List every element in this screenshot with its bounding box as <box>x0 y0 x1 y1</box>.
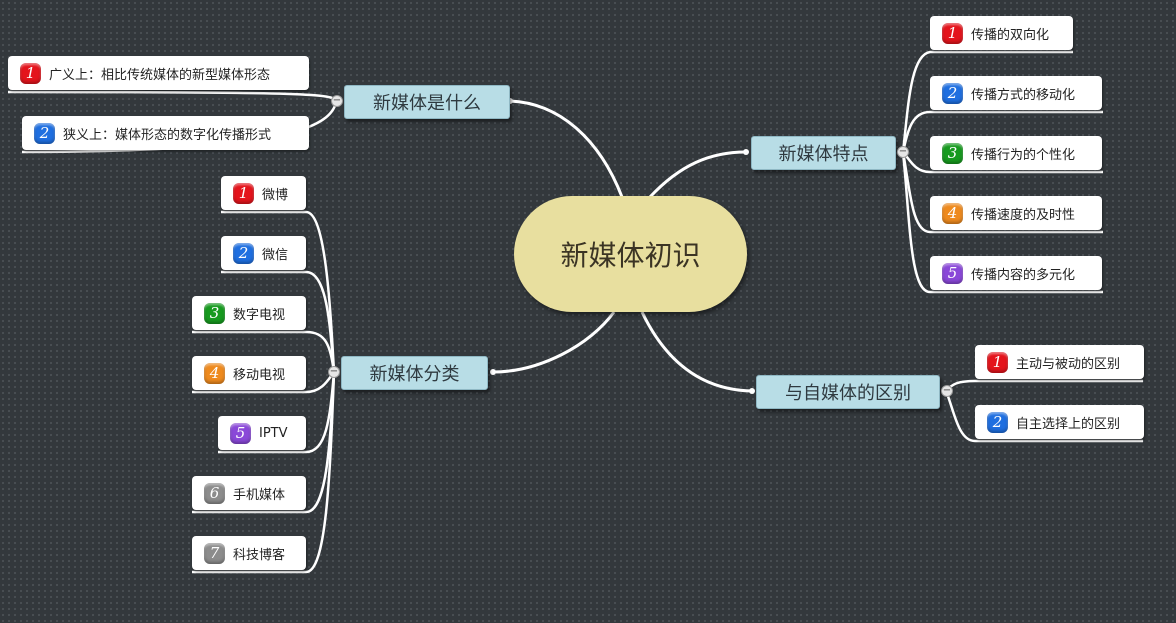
leaf-label: 主动与被动的区别 <box>1016 356 1121 372</box>
number-badge-icon: 6 <box>204 482 225 504</box>
leaf-what-1[interactable]: 1 广义上：相比传统媒体的新型媒体形态 <box>8 56 309 90</box>
leaf-label: 微博 <box>262 187 289 203</box>
leaf-label: 科技博客 <box>233 547 286 563</box>
connector-what-1 <box>7 90 338 102</box>
leaf-diff-1[interactable]: 1 主动与被动的区别 <box>975 345 1144 379</box>
leaf-label: 手机媒体 <box>233 487 286 503</box>
collapse-toggle-features[interactable]: − <box>897 146 909 158</box>
leaf-features-3[interactable]: 3 传播行为的个性化 <box>930 136 1102 170</box>
branch-label: 新媒体分类 <box>369 364 460 385</box>
leaf-types-5[interactable]: 5 IPTV <box>218 416 306 450</box>
leaf-types-7[interactable]: 7 科技博客 <box>192 536 306 570</box>
number-badge-icon: 2 <box>987 411 1008 433</box>
leaf-label: 自主选择上的区别 <box>1016 416 1121 432</box>
leaf-label: 传播速度的及时性 <box>971 207 1076 223</box>
leaf-label: 广义上：相比传统媒体的新型媒体形态 <box>49 67 271 83</box>
collapse-toggle-what[interactable]: − <box>331 95 343 107</box>
number-badge-icon: 4 <box>942 202 963 224</box>
number-badge-icon: 1 <box>233 182 254 204</box>
number-badge-icon: 4 <box>204 362 225 384</box>
root-topic[interactable]: 新媒体初识 <box>514 196 747 312</box>
number-badge-icon: 1 <box>20 62 41 84</box>
number-badge-icon: 5 <box>230 422 251 444</box>
connector-root-diff <box>640 311 753 393</box>
leaf-label: 狭义上：媒体形态的数字化传播形式 <box>63 127 272 143</box>
number-badge-icon: 2 <box>34 122 55 144</box>
leaf-types-6[interactable]: 6 手机媒体 <box>192 476 306 510</box>
leaf-types-1[interactable]: 1 微博 <box>221 176 306 210</box>
leaf-label: 传播方式的移动化 <box>971 87 1076 103</box>
leaf-features-4[interactable]: 4 传播速度的及时性 <box>930 196 1102 230</box>
number-badge-icon: 2 <box>233 242 254 264</box>
number-badge-icon: 5 <box>942 262 963 284</box>
connector-dot <box>749 388 755 394</box>
leaf-label: 传播行为的个性化 <box>971 147 1076 163</box>
leaf-label: 微信 <box>262 247 289 263</box>
connector-root-features <box>648 150 747 199</box>
leaf-types-2[interactable]: 2 微信 <box>221 236 306 270</box>
connector-dot <box>490 369 496 375</box>
leaf-label: 传播内容的多元化 <box>971 267 1076 283</box>
leaf-types-4[interactable]: 4 移动电视 <box>192 356 306 390</box>
leaf-label: 移动电视 <box>233 367 286 383</box>
number-badge-icon: 3 <box>942 142 963 164</box>
leaf-label: 数字电视 <box>233 307 286 323</box>
connector-root-types <box>492 311 616 374</box>
number-badge-icon: 1 <box>987 351 1008 373</box>
branch-types[interactable]: 新媒体分类 <box>341 356 488 390</box>
branch-label: 新媒体是什么 <box>373 93 481 114</box>
leaf-what-2[interactable]: 2 狭义上：媒体形态的数字化传播形式 <box>22 116 309 150</box>
branch-label: 与自媒体的区别 <box>785 383 911 404</box>
number-badge-icon: 2 <box>942 82 963 104</box>
number-badge-icon: 7 <box>204 542 225 564</box>
connector-root-what <box>509 99 624 198</box>
leaf-types-3[interactable]: 3 数字电视 <box>192 296 306 330</box>
leaf-label: 传播的双向化 <box>971 27 1050 43</box>
leaf-diff-2[interactable]: 2 自主选择上的区别 <box>975 405 1144 439</box>
root-topic-label: 新媒体初识 <box>560 239 701 272</box>
leaf-features-1[interactable]: 1 传播的双向化 <box>930 16 1073 50</box>
number-badge-icon: 1 <box>942 22 963 44</box>
leaf-features-5[interactable]: 5 传播内容的多元化 <box>930 256 1102 290</box>
branch-features[interactable]: 新媒体特点 <box>751 136 896 170</box>
collapse-toggle-diff[interactable]: − <box>941 385 953 397</box>
leaf-features-2[interactable]: 2 传播方式的移动化 <box>930 76 1102 110</box>
connector-dot <box>743 149 749 155</box>
branch-what[interactable]: 新媒体是什么 <box>344 85 510 119</box>
branch-diff[interactable]: 与自媒体的区别 <box>756 375 940 409</box>
collapse-toggle-types[interactable]: − <box>328 366 340 378</box>
leaf-label: IPTV <box>259 425 288 441</box>
connector-diff-1 <box>945 379 1143 392</box>
number-badge-icon: 3 <box>204 302 225 324</box>
branch-label: 新媒体特点 <box>778 144 869 165</box>
